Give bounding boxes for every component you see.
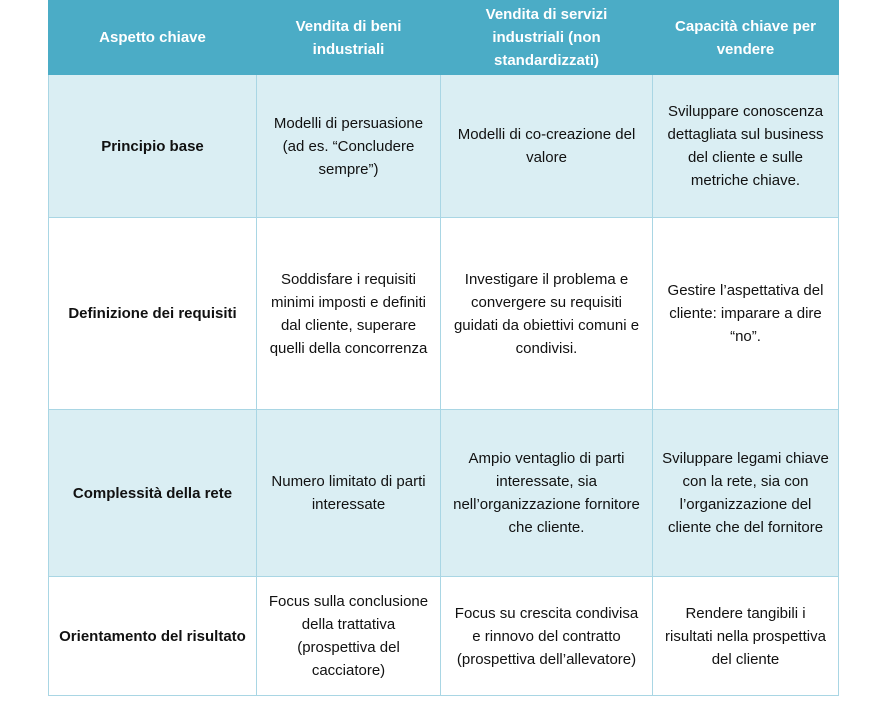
row-label: Complessità della rete (48, 409, 257, 577)
table-row: Definizione dei requisiti Soddisfare i r… (48, 217, 839, 410)
table-cell: Modelli di co-creazione del valore (440, 74, 653, 218)
table-cell: Sviluppare conoscenza dettagliata sul bu… (652, 74, 839, 218)
table-row: Principio base Modelli di persuasione (a… (48, 74, 839, 218)
table-cell: Ampio ventaglio di parti interessate, si… (440, 409, 653, 577)
comparison-table: Aspetto chiave Vendita di beni industria… (48, 0, 839, 696)
table-cell: Modelli di persuasione (ad es. “Conclude… (256, 74, 441, 218)
table-cell: Numero limitato di parti interessate (256, 409, 441, 577)
table-cell: Focus sulla conclusione della trattativa… (256, 576, 441, 696)
header-goods: Vendita di beni industriali (256, 0, 441, 75)
row-label: Principio base (48, 74, 257, 218)
table-cell: Soddisfare i requisiti minimi imposti e … (256, 217, 441, 410)
row-label: Orientamento del risultato (48, 576, 257, 696)
table-cell: Investigare il problema e convergere su … (440, 217, 653, 410)
header-aspect: Aspetto chiave (48, 0, 257, 75)
table-cell: Sviluppare legami chiave con la rete, si… (652, 409, 839, 577)
table-cell: Gestire l’aspettativa del cliente: impar… (652, 217, 839, 410)
row-label: Definizione dei requisiti (48, 217, 257, 410)
table-row: Orientamento del risultato Focus sulla c… (48, 576, 839, 696)
table-cell: Focus su crescita condivisa e rinnovo de… (440, 576, 653, 696)
header-row: Aspetto chiave Vendita di beni industria… (48, 0, 839, 75)
header-services: Vendita di servizi industriali (non stan… (440, 0, 653, 75)
table-cell: Rendere tangibili i risultati nella pros… (652, 576, 839, 696)
table-row: Complessità della rete Numero limitato d… (48, 409, 839, 577)
header-capability: Capacità chiave per vendere (652, 0, 839, 75)
